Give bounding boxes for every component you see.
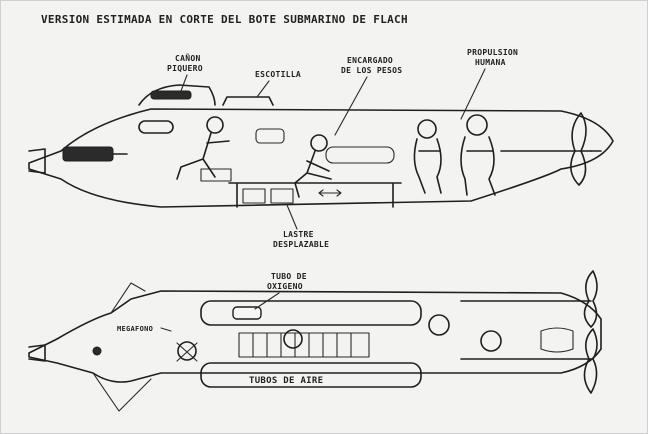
escotilla-hatch [222, 96, 274, 106]
label-de-los-pesos: DE LOS PESOS [341, 66, 402, 75]
crew-pedaler-1 [413, 119, 442, 194]
label-lastre: LASTRE [283, 230, 314, 239]
piquero-cannon-mount [150, 90, 192, 100]
top-propeller-upper [583, 270, 598, 328]
label-megafono: MEGAFONO [117, 325, 153, 333]
weight-cylinder-small [255, 128, 285, 144]
side-cannon [62, 146, 114, 162]
label-encargado: ENCARGADO [347, 56, 393, 65]
oxygen-tube [232, 306, 262, 320]
side-propeller [570, 112, 587, 186]
label-desplazable: DESPLAZABLE [273, 240, 329, 249]
top-view: TUBO DE OXIGENO MEGAFONO TUBOS DE AIRE [28, 270, 602, 412]
label-canon: CAÑON [175, 53, 201, 63]
label-escotilla: ESCOTILLA [255, 70, 301, 79]
lastre-bench [228, 182, 402, 208]
displacement-arrow [318, 189, 342, 197]
label-oxigeno: OXIGENO [267, 282, 303, 291]
top-crew-pedaler-1 [428, 314, 450, 336]
label-tubo-de: TUBO DE [271, 272, 307, 281]
air-tube-top [200, 300, 422, 326]
side-hull [28, 108, 614, 208]
diagram-title: VERSION ESTIMADA EN CORTE DEL BOTE SUBMA… [41, 13, 408, 26]
top-hull [28, 290, 602, 383]
center-bench [238, 332, 370, 358]
air-tube-bottom [200, 362, 422, 388]
label-humana: HUMANA [475, 58, 506, 67]
top-crew-center [283, 329, 303, 349]
top-propeller-lower [583, 328, 598, 394]
side-view: CAÑON PIQUERO ESCOTILLA ENCARGADO DE LOS… [28, 48, 614, 249]
top-crew-megafono [177, 341, 197, 361]
label-propulsion: PROPULSION [467, 48, 518, 57]
crew-cannon-operator [176, 116, 232, 182]
top-nose [28, 344, 46, 362]
side-tower [138, 84, 216, 106]
porthole [138, 120, 174, 134]
label-tubos-de-aire: TUBOS DE AIRE [249, 376, 323, 386]
weight-cylinder-large [325, 146, 395, 164]
side-nose [28, 148, 46, 174]
crew-weights-operator [294, 134, 332, 198]
label-piquero: PIQUERO [167, 64, 203, 73]
top-crew-pedaler-2 [480, 330, 502, 352]
crew-pedaler-2 [460, 114, 496, 196]
